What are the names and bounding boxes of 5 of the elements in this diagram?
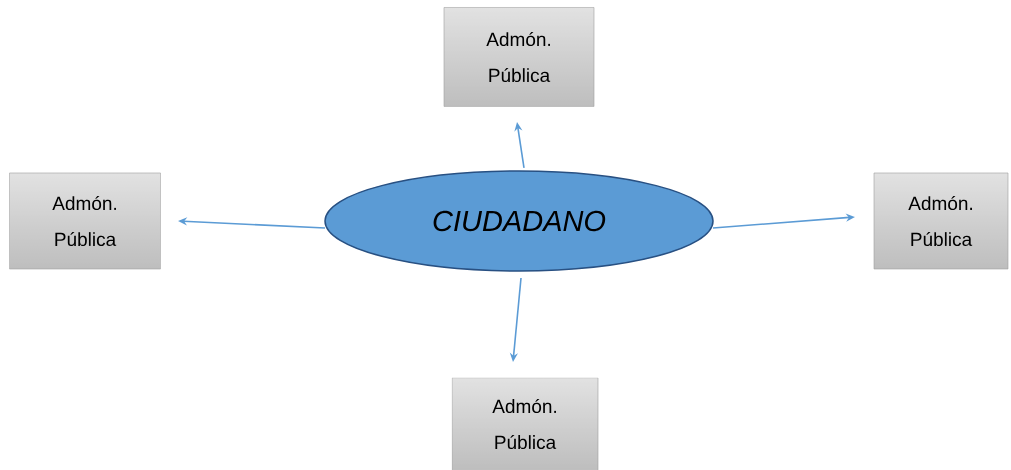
- process-box: Admón. Pública: [9, 172, 161, 270]
- ellipse-node: CIUDADANO: [324, 170, 714, 272]
- process-box: Admón. Pública: [443, 7, 595, 107]
- process-box: Admón. Pública: [451, 377, 599, 470]
- process-box: Admón. Pública: [873, 172, 1009, 270]
